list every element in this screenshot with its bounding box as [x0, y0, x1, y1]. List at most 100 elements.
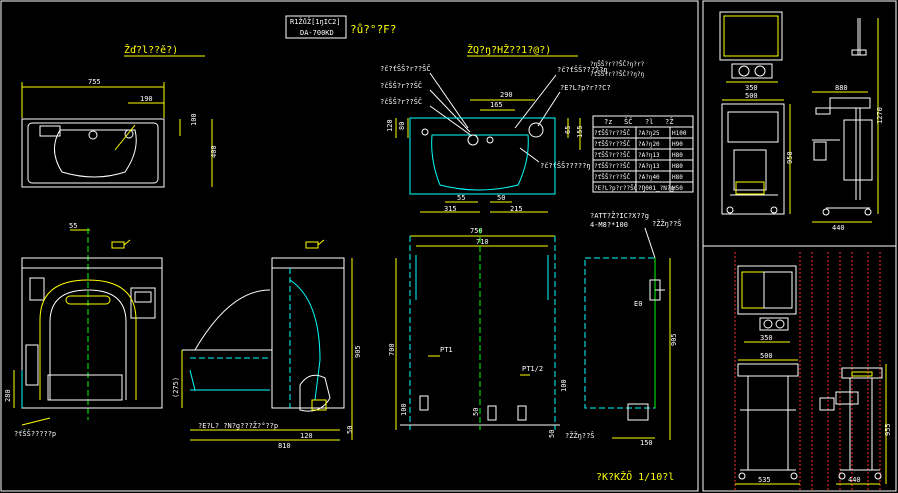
dim-55: 55 [69, 222, 77, 230]
dim-315: 315 [444, 205, 457, 213]
svg-text:?A?ŋ25: ?A?ŋ25 [638, 130, 660, 137]
svg-text:?A?ŋ40: ?A?ŋ40 [638, 174, 660, 181]
label-front-bottom: ?ťŠŠ?????p [14, 429, 56, 438]
dim-50: 50 [497, 194, 505, 202]
dim-440-a: 440 [832, 224, 845, 232]
svg-text:?ťŠŠ?r??ŠČ: ?ťŠŠ?r??ŠČ [594, 152, 631, 159]
dim-55-b: 55 [457, 194, 465, 202]
dim-275: (275) [172, 377, 180, 398]
main-sheet-border [0, 0, 699, 492]
table-row: ?ťŠŠ?r??ŠČ ?A?ŋ25 H100 [594, 130, 687, 137]
callout-b: ?čŠŠ?r??ŠČ [380, 81, 422, 90]
dim-710: 710 [476, 238, 489, 246]
table-row: ?ťŠŠ?r??ŠČ ?A?ŋ13 H80 [594, 152, 683, 159]
title-line1: R1ŽůŽ[1ŋIC2] [290, 17, 341, 26]
label-e0: E0 [634, 300, 642, 308]
dim-155: 155 [576, 125, 584, 138]
callout-g: ?E?L?p?r??C? [560, 84, 611, 92]
table-row: ?E?L?p?r??ŠČ ?Ŋ001_?N?g H50 [594, 185, 683, 192]
top-left-view-label: Žď?l??ě?) [124, 43, 178, 56]
dim-440-b: 440 [848, 476, 861, 484]
svg-text:H80: H80 [672, 174, 683, 181]
dim-755: 755 [88, 78, 101, 86]
svg-text:H80: H80 [672, 163, 683, 170]
title-block: R1ŽůŽ[1ŋIC2] DA-700KD ?ů?°?F? [285, 15, 396, 39]
dim-65: 65 [564, 126, 572, 134]
svg-text:?Ŋ001_?N?g: ?Ŋ001_?N?g [638, 185, 675, 192]
dim-80: 80 [398, 122, 406, 130]
plan-view-right: ?č?ťŠŠ?r??ŠČ ?čŠŠ?r??ŠČ ?čŠŠ?r??ŠČ ?č?ťŠ… [380, 61, 645, 213]
dim-50-b: 50 [346, 426, 354, 434]
dim-100-b: 100 [400, 403, 408, 416]
dim-1270: 1270 [876, 107, 884, 124]
wall-unit-view: ?ATT?Ž?IC?X??g 4-M8?*100 ?ŽŽŋ??Ŝ E0 905 … [584, 211, 682, 447]
label-pt12: PT1/2 [522, 365, 543, 373]
svg-text:?A?ŋ13: ?A?ŋ13 [638, 152, 660, 159]
dim-500-b: 500 [760, 352, 773, 360]
plan-view-left: 755 190 100 400 [21, 78, 218, 188]
dim-880: 880 [835, 84, 848, 92]
svg-text:?ťŠŠ?r??ŠČ: ?ťŠŠ?r??ŠČ [594, 174, 631, 181]
cart-front-bottom: 350 500 535 [734, 252, 881, 490]
svg-text:H50: H50 [672, 185, 683, 192]
dim-165: 165 [490, 101, 503, 109]
table-header-3: ?Ž [665, 117, 673, 126]
dim-280: 280 [4, 389, 12, 402]
dim-50-d: 50 [548, 430, 556, 438]
svg-text:H100: H100 [672, 130, 687, 137]
dim-350-a: 350 [745, 84, 758, 92]
label-right-bottom: ?ŽŽŋ??Ŝ [652, 219, 682, 228]
svg-text:?A?ŋ13: ?A?ŋ13 [638, 163, 660, 170]
title-model: DA-700KD [300, 29, 334, 37]
cart-front-top: 350 500 950 [719, 11, 794, 215]
callout-f: ?ťŠŠ?r??ŠČ??ŋ?ŋ [590, 71, 645, 78]
dim-150: 150 [640, 439, 653, 447]
dim-905-b: 905 [670, 333, 678, 346]
front-elevation: 55 280 ?ťŠŠ?????p [4, 222, 163, 438]
label-note1: ?ATT?Ž?IC?X??g [590, 211, 649, 220]
title-suffix: ?ů?°?F? [350, 23, 396, 36]
table-header-1: ŠČ [624, 117, 632, 126]
svg-text:?ťŠŠ?r??ŠČ: ?ťŠŠ?r??ŠČ [594, 130, 631, 137]
callout-h: ?č?ťŠŠ?????ŋ [540, 161, 591, 170]
label-pt1: PT1 [440, 346, 453, 354]
dim-750: 750 [470, 227, 483, 235]
svg-text:?E?L?p?r??ŠČ: ?E?L?p?r??ŠČ [594, 185, 638, 192]
scale-label: ?K?KŽŐ 1/10?l [596, 469, 674, 483]
dim-100: 100 [190, 113, 198, 126]
dim-100-c: 100 [560, 379, 568, 392]
callout-a: ?č?ťŠŠ?r??ŠČ [380, 64, 431, 73]
dim-700: 700 [388, 343, 396, 356]
top-right-view-label: ŽQ?ŋ?HŽ??1?@?) [467, 43, 551, 56]
dim-50-c: 50 [472, 408, 480, 416]
dim-120: 120 [386, 119, 394, 132]
rear-install-view: 750 710 700 PT1 PT1/2 100 50 100 50 ?ŽŽŋ… [388, 227, 595, 440]
dim-350-b: 350 [760, 334, 773, 342]
cart-side-bottom: 955 440 [819, 364, 892, 485]
svg-text:?ťŠŠ?r??ŠČ: ?ťŠŠ?r??ŠČ [594, 163, 631, 170]
label-side-bottom: ?E?L?_?N?g???Ž?°??p [198, 421, 278, 430]
table-row: ?ťŠŠ?r??ŠČ ?A?ŋ40 H80 [594, 174, 683, 181]
callout-e: ?ŋŠŠ?r??ŠČ?ŋ?r? [590, 61, 645, 68]
label-note2: 4-M8?*100 [590, 221, 628, 229]
callout-d: ?č?ťŠŠ?????ŋ [557, 65, 608, 74]
dim-190: 190 [140, 95, 153, 103]
dim-290: 290 [500, 91, 513, 99]
dim-905: 905 [354, 345, 362, 358]
svg-text:H80: H80 [672, 152, 683, 159]
dim-120-b: 120 [300, 432, 313, 440]
cart-side-top: 880 1270 440 [812, 18, 884, 232]
side-elevation: (275) ?E?L?_?N?g???Ž?°??p 810 120 905 50 [172, 239, 362, 450]
dim-400: 400 [210, 145, 218, 158]
spec-table: ?z ŠČ ?l ?Ž ?ťŠŠ?r??ŠČ ?A?ŋ25 H100 ?ťŠŠ?… [592, 115, 694, 193]
svg-text:?ťŠŠ?r??ŠČ: ?ťŠŠ?r??ŠČ [594, 141, 631, 148]
dim-215: 215 [510, 205, 523, 213]
table-row: ?ťŠŠ?r??ŠČ ?A?ŋ20 H90 [594, 141, 683, 148]
dim-535: 535 [758, 476, 771, 484]
label-note3: ?ŽŽŋ??Ŝ [565, 431, 595, 440]
dim-950: 950 [786, 151, 794, 164]
table-row: ?ťŠŠ?r??ŠČ ?A?ŋ13 H80 [594, 163, 683, 170]
dim-810: 810 [278, 442, 291, 450]
dim-955: 955 [884, 423, 892, 436]
dim-500-a: 500 [745, 92, 758, 100]
